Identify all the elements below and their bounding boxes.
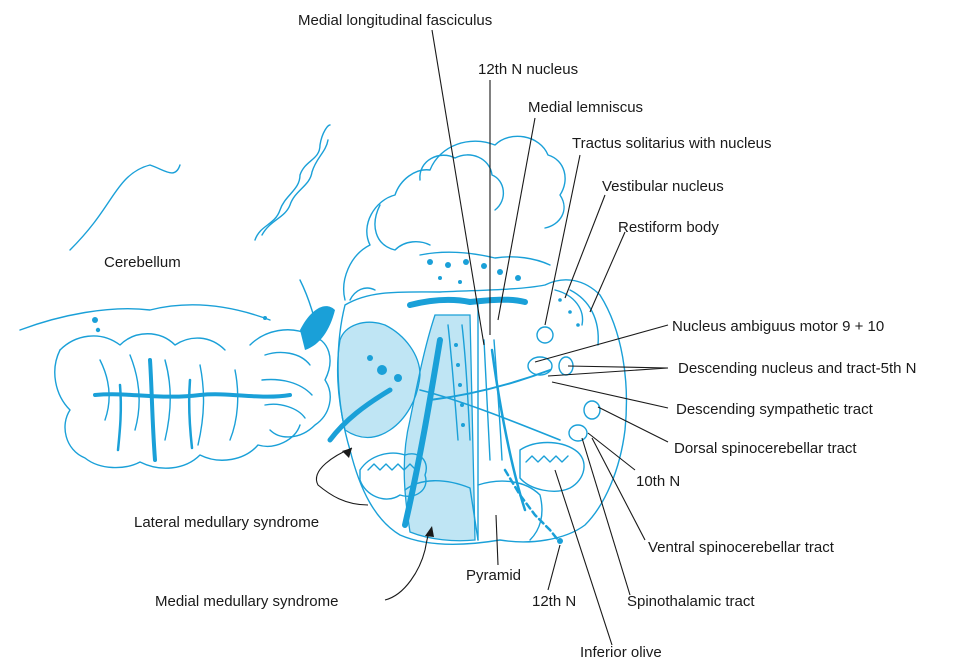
label-10th-n: 10th N bbox=[636, 473, 680, 490]
cerebellum-illustration bbox=[20, 125, 330, 468]
label-12th-n: 12th N bbox=[532, 593, 576, 610]
label-spinothalamic-tract: Spinothalamic tract bbox=[627, 593, 755, 610]
label-medial-longitudinal-fasciculus: Medial longitudinal fasciculus bbox=[298, 12, 492, 29]
label-tractus-solitarius: Tractus solitarius with nucleus bbox=[572, 135, 772, 152]
medulla-illustration bbox=[300, 136, 626, 544]
label-restiform-body: Restiform body bbox=[618, 219, 719, 236]
label-12th-n-nucleus: 12th N nucleus bbox=[478, 61, 578, 78]
label-descending-nucleus-5th: Descending nucleus and tract-5th N bbox=[678, 360, 916, 377]
label-medial-medullary-syndrome: Medial medullary syndrome bbox=[155, 593, 338, 610]
label-vestibular-nucleus: Vestibular nucleus bbox=[602, 178, 724, 195]
label-inferior-olive: Inferior olive bbox=[580, 644, 662, 660]
lateral-arrowhead bbox=[342, 448, 352, 458]
label-nucleus-ambiguus: Nucleus ambiguus motor 9 + 10 bbox=[672, 318, 884, 335]
label-ventral-spinocerebellar: Ventral spinocerebellar tract bbox=[648, 539, 835, 556]
label-descending-sympathetic: Descending sympathetic tract bbox=[676, 401, 874, 418]
label-lateral-medullary-syndrome: Lateral medullary syndrome bbox=[134, 514, 319, 531]
diagram-labels: Medial longitudinal fasciculus 12th N nu… bbox=[104, 12, 916, 660]
label-dorsal-spinocerebellar: Dorsal spinocerebellar tract bbox=[674, 440, 857, 457]
label-medial-lemniscus: Medial lemniscus bbox=[528, 99, 643, 116]
label-pyramid: Pyramid bbox=[466, 567, 521, 584]
label-cerebellum: Cerebellum bbox=[104, 254, 181, 271]
